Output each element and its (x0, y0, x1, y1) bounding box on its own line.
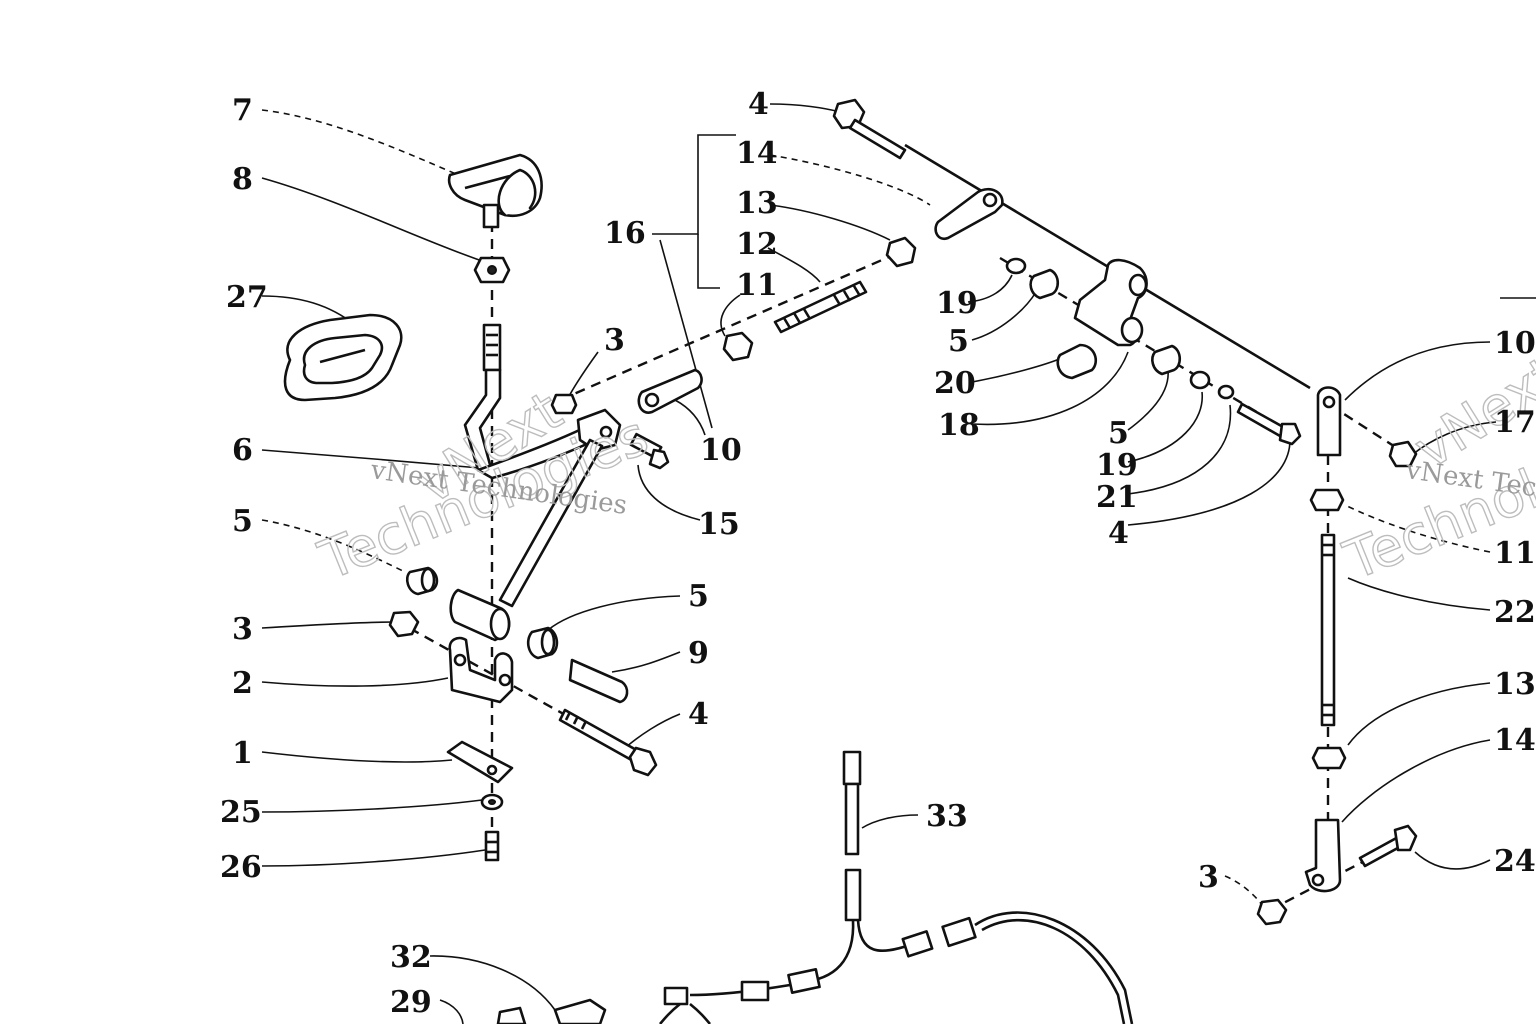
spacer-5-right (526, 626, 559, 660)
pivot-bracket (448, 636, 514, 704)
callout-label: 4 (1108, 516, 1129, 551)
callout-label: 10 (700, 433, 742, 468)
rod-end-10-left (637, 368, 703, 414)
rod-end-14-lower (1304, 818, 1342, 893)
callout-label: 17 (1494, 405, 1536, 440)
callout-label: 9 (688, 636, 709, 671)
spacer-5-upper (1029, 268, 1060, 300)
washer-25 (480, 793, 504, 811)
bolt-4-upper (832, 98, 907, 160)
lock-nut-3-left (388, 610, 420, 638)
spacer-5-left (405, 566, 439, 596)
jam-nut-13-right (1311, 746, 1347, 770)
callout-label: 6 (232, 433, 253, 468)
pin-9 (568, 658, 629, 704)
rod-22 (1320, 533, 1336, 727)
callout-label: 3 (1198, 860, 1219, 895)
washer-19-lower (1189, 370, 1211, 390)
threaded-stud-12 (773, 280, 868, 334)
bolt-15 (629, 432, 670, 470)
callout-label: 29 (390, 985, 432, 1020)
callout-label: 12 (736, 227, 778, 262)
rod-end-14-upper (934, 187, 1004, 241)
callout-label: 25 (220, 795, 262, 830)
callout-label: 2 (232, 666, 253, 701)
callout-label: 13 (1494, 667, 1536, 702)
callout-label: 3 (232, 612, 253, 647)
callout-label: 15 (698, 507, 740, 542)
rod-end-10-right (1316, 386, 1342, 457)
washer-21 (1217, 384, 1235, 400)
pivot-bushing (449, 588, 511, 642)
pin-20 (1056, 343, 1097, 380)
lever-clevis (550, 393, 622, 452)
callout-label: 22 (1494, 595, 1536, 630)
callout-label: 7 (232, 93, 253, 128)
shift-rod-main (498, 438, 604, 608)
callout-label: 14 (1494, 723, 1536, 758)
callout-label: 3 (604, 323, 625, 358)
wiring-harness (496, 750, 1134, 1024)
callout-label: 33 (926, 799, 968, 834)
callout-label: 26 (220, 850, 262, 885)
callout-label: 27 (226, 280, 268, 315)
callout-label: 13 (736, 186, 778, 221)
callout-labels: 7 8 27 6 5 3 2 1 25 26 3 10 15 5 9 4 16 … (220, 87, 1536, 1020)
callout-label: 5 (948, 324, 969, 359)
callout-label: 4 (688, 697, 709, 732)
callout-label: 5 (688, 579, 709, 614)
jam-nut-11-right (1309, 488, 1345, 512)
screw-26 (484, 830, 500, 862)
mount-plate-1 (446, 740, 514, 784)
callout-label: 14 (736, 136, 778, 171)
watermark-right: vNext Technologies vNext Technologies (1335, 343, 1536, 593)
callout-label: 1 (232, 736, 253, 771)
spacer-5-lower (1151, 344, 1182, 376)
washer-19-upper (1005, 257, 1027, 275)
callout-label: 24 (1494, 844, 1536, 879)
jam-nut-13-upper (885, 236, 917, 268)
callout-label: 32 (390, 940, 432, 975)
callout-label: 21 (1096, 480, 1138, 515)
callout-label: 20 (934, 366, 976, 401)
callout-label: 11 (1494, 536, 1536, 571)
bellcrank-18 (1073, 258, 1148, 347)
leader-lines (261, 103, 1536, 1024)
callout-label: 16 (604, 216, 646, 251)
jam-nut-8 (473, 256, 511, 284)
jam-nut-11-left (722, 331, 754, 362)
callout-label: 5 (232, 504, 253, 539)
callout-label: 18 (938, 408, 980, 443)
lock-nut-3-right (1256, 898, 1288, 926)
lock-nut-17 (1388, 440, 1418, 468)
callout-label: 19 (936, 286, 978, 321)
callout-label: 5 (1108, 416, 1129, 451)
callout-label: 19 (1096, 448, 1138, 483)
shift-grommet (283, 313, 403, 402)
shift-knob (447, 153, 543, 229)
callout-label: 11 (736, 268, 778, 303)
bolt-4-right (1236, 402, 1302, 446)
callout-label: 10 (1494, 326, 1536, 361)
callout-label: 8 (232, 162, 253, 197)
callout-label: 4 (748, 87, 769, 122)
bolt-24 (1358, 824, 1418, 868)
pivot-bolt-4 (558, 708, 658, 777)
